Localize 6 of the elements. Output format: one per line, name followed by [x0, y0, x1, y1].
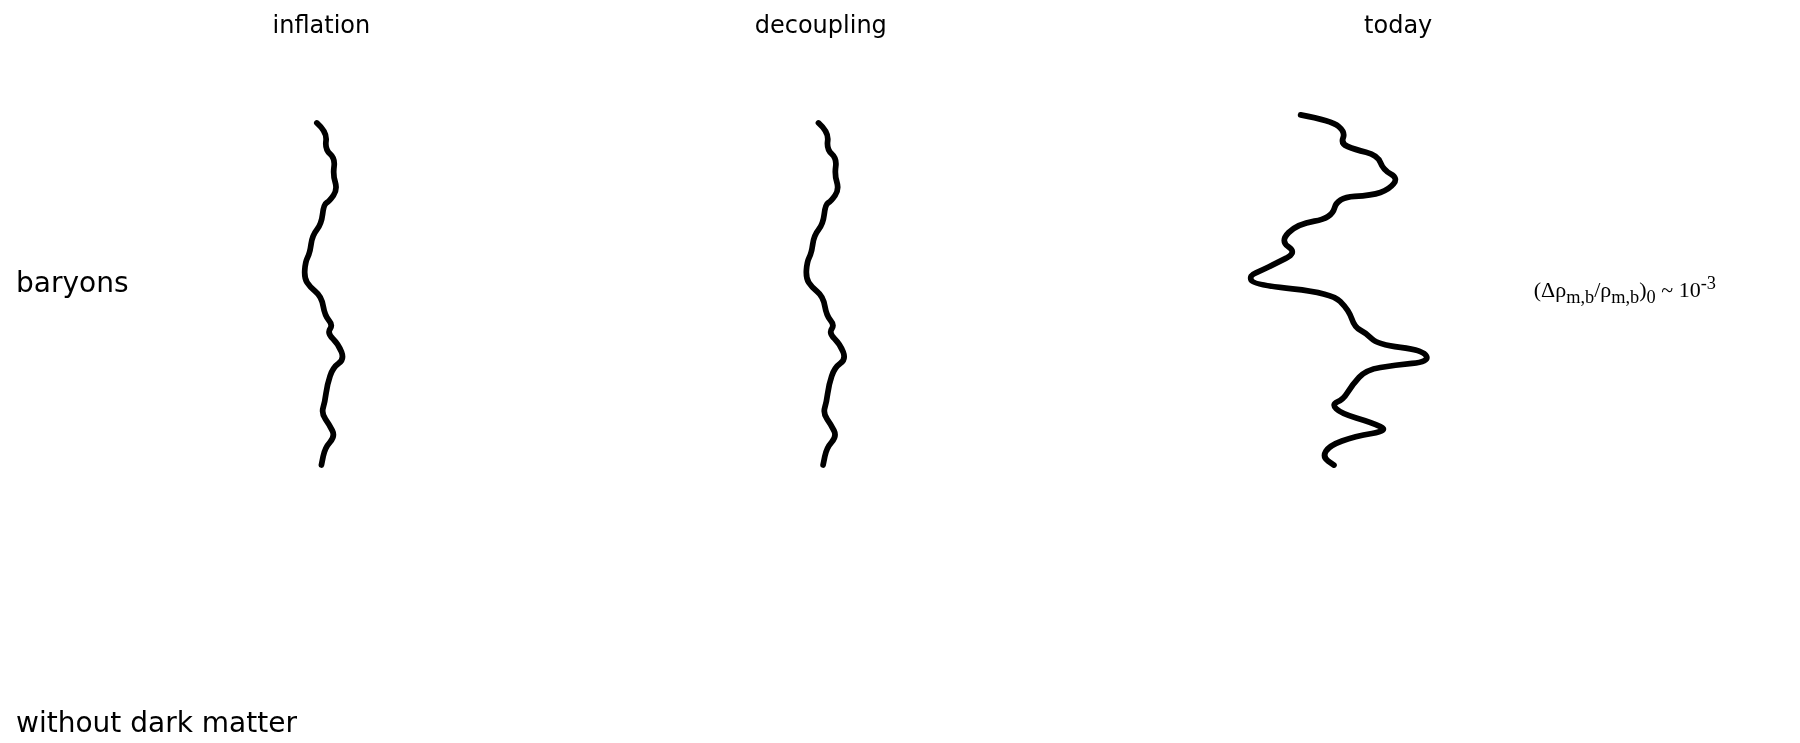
formula-text: (Δρ$_{m,b}$/ρ$_{m,b}$)$_{0}$ ~ 10$^{-3}$ — [1533, 272, 1716, 308]
column-heading: decoupling — [754, 10, 887, 39]
column-heading: today — [1364, 10, 1433, 39]
column-heading: inflation — [272, 10, 371, 39]
row-label: baryons — [16, 265, 129, 299]
row-label: without dark matter — [16, 706, 297, 740]
